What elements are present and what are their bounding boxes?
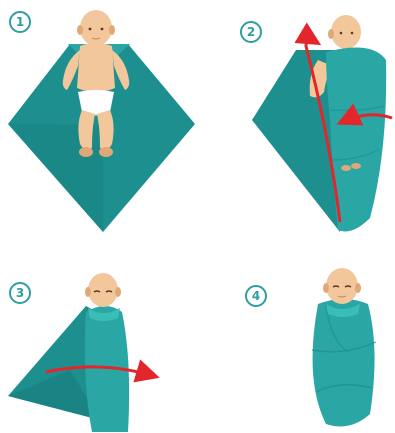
step-2-panel (252, 15, 392, 232)
step-4-blanket-bundle (313, 299, 375, 426)
step-1-panel (8, 10, 195, 232)
step-3-panel (8, 273, 154, 432)
step-4-panel (312, 268, 376, 426)
